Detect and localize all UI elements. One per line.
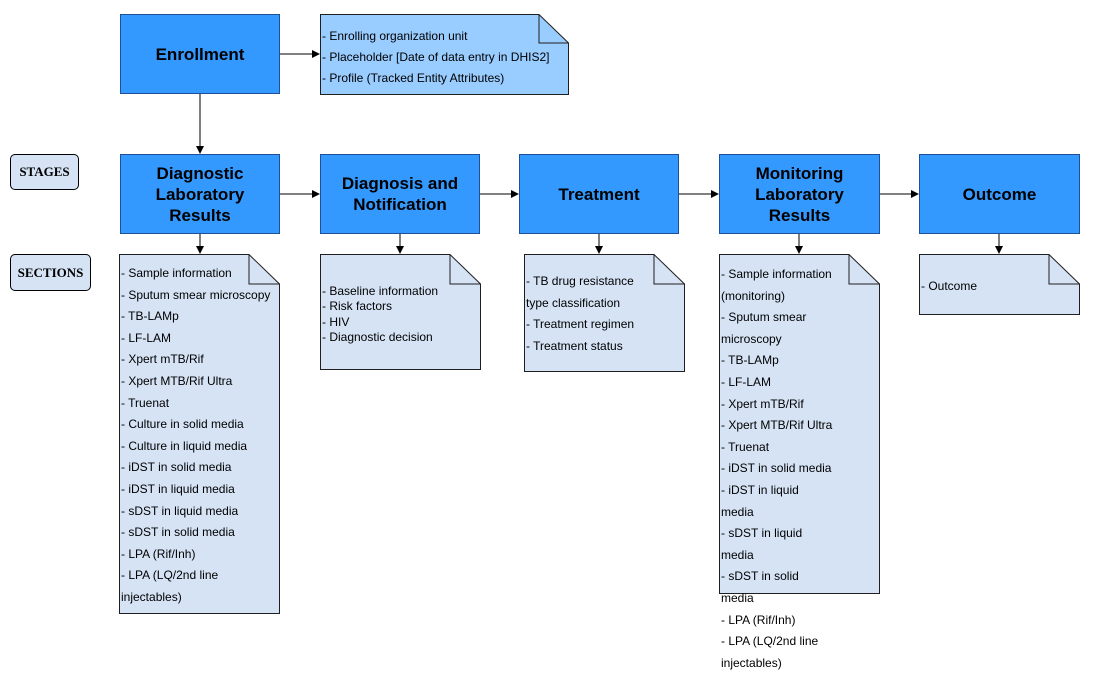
list-item: - LPA (LQ/2nd line injectables) xyxy=(721,634,819,670)
list-item: - Sample information xyxy=(121,266,232,280)
list-item: - LPA (LQ/2nd line injectables) xyxy=(121,568,219,604)
stage-treatment: Treatment xyxy=(519,154,679,234)
sections-list-outcome: - Outcome xyxy=(921,278,977,294)
list-item: - Sputum smear microscopy xyxy=(721,310,807,346)
sections-list-treatment: - TB drug resistance type classification… xyxy=(526,271,646,357)
sections-list-diagnostic-lab: - Sample information - Sputum smear micr… xyxy=(121,263,271,609)
sections-note-diagnosis: - Baseline information - Risk factors - … xyxy=(320,254,481,370)
sections-note-monitoring-lab-shape xyxy=(719,254,880,594)
sections-list-diagnosis: - Baseline information - Risk factors - … xyxy=(322,284,438,346)
list-item: - Xpert MTB/Rif Ultra xyxy=(721,418,833,433)
sections-note-diagnosis-shape xyxy=(320,254,481,370)
stage-diagnosis-notification: Diagnosis and Notification xyxy=(320,154,480,234)
connector-layer xyxy=(196,50,1003,254)
list-item: - iDST in liquid media xyxy=(121,481,235,496)
sections-note-diagnostic-lab-shape xyxy=(119,254,280,614)
list-item: - LPA (Rif/Inh) xyxy=(721,612,796,627)
list-item: - Culture in liquid media xyxy=(121,438,248,453)
sections-tag: SECTIONS xyxy=(10,254,91,291)
list-item: - Outcome xyxy=(921,279,978,293)
list-item: - sDST in liquid media xyxy=(721,526,803,562)
list-item: - Xpert MTB/Rif Ultra xyxy=(121,373,233,388)
list-item: - Profile (Tracked Entity Attributes) xyxy=(322,71,505,85)
list-item: - Treatment regimen xyxy=(526,317,635,332)
sections-note-treatment-shape xyxy=(524,254,685,372)
list-item: - Truenat xyxy=(121,395,170,410)
enrollment-note: - Enrolling organization unit - Placehol… xyxy=(320,14,569,95)
list-item: - Culture in solid media xyxy=(121,417,244,432)
list-item: - Sample information (monitoring) xyxy=(721,267,832,303)
list-item: - LPA (Rif/Inh) xyxy=(121,546,196,561)
list-item: - Xpert mTB/Rif xyxy=(121,352,204,367)
list-item: - LF-LAM xyxy=(721,374,772,389)
list-item: - HIV xyxy=(322,314,350,329)
list-item: - Risk factors xyxy=(322,299,393,314)
enrollment-note-list: - Enrolling organization unit - Placehol… xyxy=(322,26,549,89)
list-item: - TB drug resistance type classification xyxy=(526,274,634,310)
enrollment-note-shape xyxy=(320,14,569,95)
list-item: - Baseline information xyxy=(322,284,439,298)
list-item: - Sputum smear microscopy xyxy=(121,287,271,302)
list-item: - iDST in liquid media xyxy=(721,482,799,519)
list-item: - TB-LAMp xyxy=(121,309,179,324)
stages-tag: STAGES xyxy=(10,154,79,190)
sections-note-diagnostic-lab: - Sample information - Sputum smear micr… xyxy=(119,254,280,614)
sections-note-outcome: - Outcome xyxy=(919,254,1080,315)
list-item: - iDST in solid media xyxy=(121,460,232,475)
list-item: - TB-LAMp xyxy=(721,353,779,368)
sections-note-monitoring-lab: - Sample information (monitoring) - Sput… xyxy=(719,254,880,670)
list-item: - sDST in liquid media xyxy=(121,503,239,518)
stage-monitoring-lab-results: Monitoring Laboratory Results xyxy=(719,154,880,234)
stage-diagnostic-lab-results: Diagnostic Laboratory Results xyxy=(120,154,280,234)
list-item: - Diagnostic decision xyxy=(322,330,433,345)
list-item: - Placeholder [Date of data entry in DHI… xyxy=(322,50,550,64)
sections-note-treatment: - TB drug resistance type classification… xyxy=(524,254,685,372)
list-item: - iDST in solid media xyxy=(721,461,832,476)
list-item: - Enrolling organization unit xyxy=(322,29,468,43)
list-item: - LF-LAM xyxy=(121,330,172,345)
stage-outcome: Outcome xyxy=(919,154,1080,234)
list-item: - sDST in solid media xyxy=(721,569,799,605)
list-item: - sDST in solid media xyxy=(121,525,235,540)
list-item: - Treatment status xyxy=(526,338,623,353)
sections-list-monitoring-lab: - Sample information (monitoring) - Sput… xyxy=(721,264,833,674)
list-item: - Xpert mTB/Rif xyxy=(721,396,804,411)
list-item: - Truenat xyxy=(721,439,770,454)
enrollment-box: Enrollment xyxy=(120,14,280,94)
sections-note-outcome-shape xyxy=(919,254,1080,315)
